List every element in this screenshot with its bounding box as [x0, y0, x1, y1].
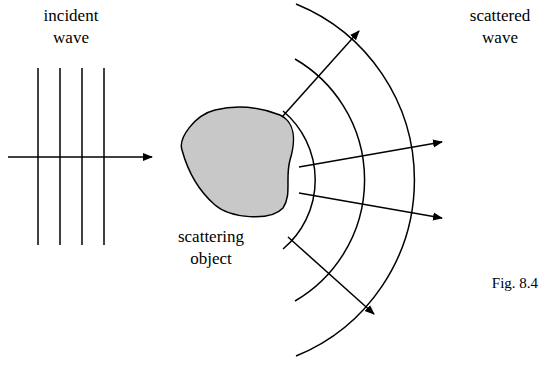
scattered-wavefront [295, 59, 365, 301]
scattered-wavefront [283, 111, 315, 249]
wave-label: scattered wave [455, 5, 545, 49]
scattered-arrow [299, 142, 442, 167]
wave-label: incident wave [30, 5, 112, 49]
scattered-wavefront [296, 4, 414, 356]
figure-number: Fig. 8.4 [482, 272, 548, 294]
incident-arrow [8, 156, 152, 158]
scattered-arrow [288, 237, 374, 314]
object-label: scattering object [168, 226, 254, 270]
scattered-arrow [299, 193, 442, 218]
scattered-arrow [282, 31, 359, 117]
scattering-object [181, 107, 293, 217]
